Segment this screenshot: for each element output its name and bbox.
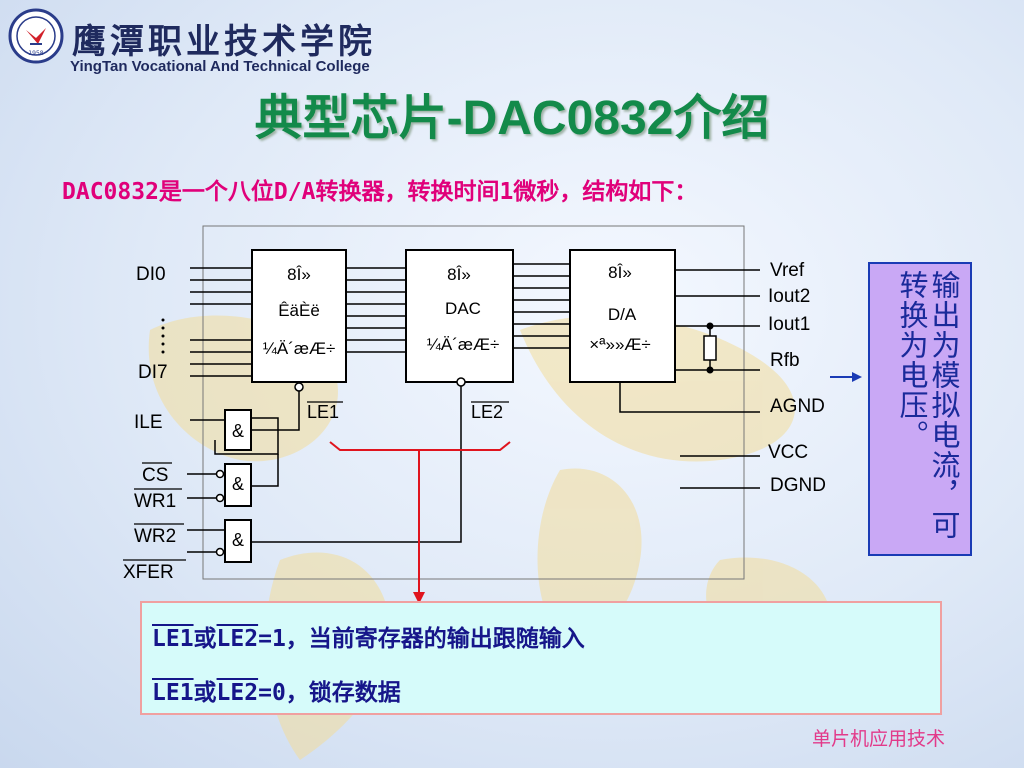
dac-register-block [405, 249, 514, 383]
output-arrowhead [852, 372, 862, 382]
output-label-iout1: Iout1 [768, 314, 810, 335]
output-label-dgnd: DGND [770, 475, 826, 496]
input-register-line2: ÊäÈë [278, 301, 320, 320]
control-label-wr1: WR1 [134, 491, 176, 512]
pointer-arrowhead [413, 592, 425, 604]
note2-le2: LE2 [216, 680, 259, 706]
dac-register-line3: ¼Ä´æÆ÷ [427, 335, 500, 354]
bus-reg1-to-reg2 [346, 267, 406, 353]
bus-reg2-to-dac [513, 263, 570, 349]
output-note-box: 输出为模拟电流，可转换为电压。 [868, 262, 972, 556]
latch-label-le1: LE1 [307, 402, 339, 422]
logo-year: 1958 [28, 50, 43, 57]
dac-register-line2: DAC [445, 299, 481, 318]
and-gate-ile-symbol: & [232, 421, 244, 441]
da-converter-line1: 8Î» [608, 263, 632, 282]
control-label-ile: ILE [134, 412, 163, 433]
output-label-iout2: Iout2 [768, 286, 810, 307]
note1-le1: LE1 [152, 626, 194, 652]
chip-outline [202, 225, 745, 580]
input-register-line1: 8Î» [287, 265, 311, 284]
and-gate-ile [224, 409, 252, 451]
control-label-cs: CS [142, 465, 168, 486]
and-gate-wr1-symbol: & [232, 474, 244, 494]
and-gate-wr2-symbol: & [232, 530, 244, 550]
slide-title: 典型芯片-DAC0832介绍 [254, 92, 770, 145]
and-gate-wr1 [224, 463, 252, 507]
da-converter-block [569, 249, 676, 383]
output-label-vref: Vref [770, 260, 805, 281]
control-wiring [187, 386, 462, 553]
latch-enable-pointer [329, 441, 511, 596]
slide-subtitle: DAC0832是一个八位D/A转换器，转换时间1微秒，结构如下： [62, 179, 698, 205]
latch-note-box: LE1或LE2=1，当前寄存器的输出跟随输入 LE1或LE2=0，锁存数据 [140, 601, 942, 715]
inverter-bubbles [215, 469, 225, 557]
feedback-resistor [703, 335, 717, 361]
output-label-rfb: Rfb [770, 350, 800, 371]
note1-or: 或 [193, 626, 217, 652]
note1-le2: LE2 [216, 626, 259, 652]
note2-or: 或 [193, 680, 217, 706]
dac-register-line1: 8Î» [447, 265, 471, 284]
note2-rest: =0，锁存数据 [258, 680, 401, 706]
le1-inverter-bubble [294, 382, 304, 392]
output-label-agnd: AGND [770, 396, 825, 417]
le2-inverter-bubble [456, 377, 466, 387]
control-label-xfer: XFER [123, 562, 174, 583]
note-line-follow: LE1或LE2=1，当前寄存器的输出跟随输入 [152, 619, 585, 653]
input-register-line3: ¼Ä´æÆ÷ [263, 339, 336, 358]
input-label-di0: DI0 [136, 264, 166, 285]
college-name-en: YingTan Vocational And Technical College [70, 58, 370, 75]
control-label-wr2: WR2 [134, 526, 176, 547]
college-logo: 1958 [8, 8, 64, 64]
and-gate-wr2 [224, 519, 252, 563]
da-converter-line2: D/A [608, 305, 637, 324]
da-converter-line3: ×ª»»Æ÷ [589, 335, 650, 354]
note-line-latch: LE1或LE2=0，锁存数据 [152, 673, 401, 707]
input-label-di7: DI7 [138, 362, 168, 383]
bus-ellipsis [161, 318, 165, 354]
latch-label-le2: LE2 [471, 402, 503, 422]
output-label-vcc: VCC [768, 442, 808, 463]
college-name-cn: 鹰潭职业技术学院 [72, 22, 376, 62]
input-bus [190, 267, 252, 377]
course-footer: 单片机应用技术 [812, 728, 946, 750]
note1-rest: =1，当前寄存器的输出跟随输入 [258, 626, 585, 652]
output-note-text: 输出为模拟电流，可转换为电压。 [895, 270, 961, 540]
note2-le1: LE1 [152, 680, 194, 706]
input-register-block [251, 249, 347, 383]
